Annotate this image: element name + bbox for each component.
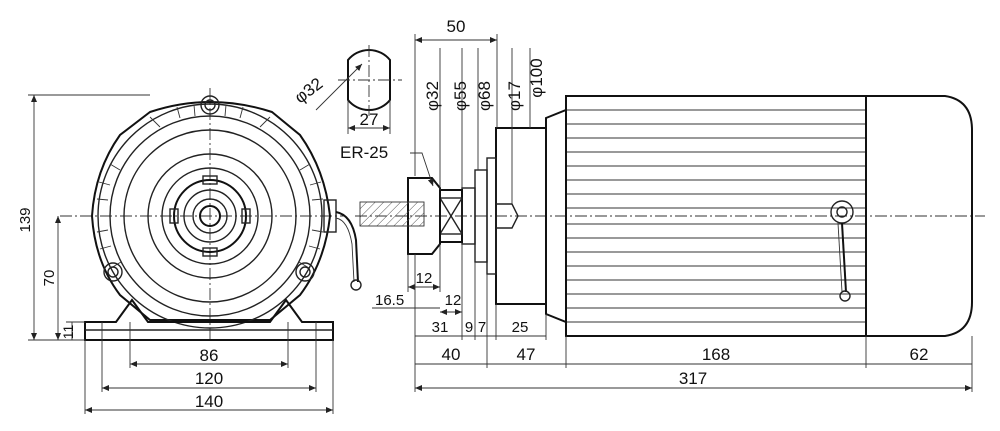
collet-label: ER-25 [340, 143, 388, 162]
dim-foot-thickness: 11 [60, 325, 76, 340]
body-fins [566, 109, 866, 323]
bolt-hole-top [200, 95, 220, 115]
dia-label-32: φ32 [423, 81, 442, 111]
diameter-labels: φ32 φ55 φ68 φ17 φ100 [423, 48, 546, 204]
shaft-diameter: φ32 [291, 74, 326, 107]
dia-label-55: φ55 [451, 81, 470, 111]
flat-width: 27 [360, 110, 379, 129]
dim-12-upper: 12 [416, 270, 433, 287]
dim-7: 7 [478, 319, 486, 336]
dim-overall-width: 140 [195, 392, 223, 411]
end-view [60, 88, 362, 341]
dim-overall-height: 139 [17, 207, 34, 232]
side-view [355, 95, 985, 337]
dim-317: 317 [679, 369, 707, 388]
dim-47: 47 [517, 345, 536, 364]
dim-40: 40 [442, 345, 461, 364]
dim-16-5: 16.5 [375, 292, 404, 309]
end-view-dimensions: 139 70 11 86 120 140 [17, 94, 334, 414]
dim-12-lower: 12 [445, 292, 462, 309]
dia-label-100: φ100 [527, 58, 546, 97]
dim-25: 25 [512, 319, 529, 336]
dim-mount-holes: 120 [195, 369, 223, 388]
dim-62: 62 [910, 345, 929, 364]
dim-width-base: 86 [200, 346, 219, 365]
dim-flange-span: 50 [447, 17, 466, 36]
bolt-hole-right [295, 262, 315, 282]
dim-168: 168 [702, 345, 730, 364]
side-view-dimensions: ER-25 50 φ32 φ55 φ68 φ17 φ100 12 16.5 [340, 17, 973, 392]
shaft-detail: φ32 27 [291, 45, 402, 134]
dim-shaft-height: 70 [41, 270, 58, 287]
dim-9: 9 [465, 319, 473, 336]
bolt-hole-left [103, 262, 123, 282]
dia-label-17: φ17 [505, 81, 524, 111]
dia-label-68: φ68 [475, 81, 494, 111]
dim-31: 31 [432, 319, 449, 336]
